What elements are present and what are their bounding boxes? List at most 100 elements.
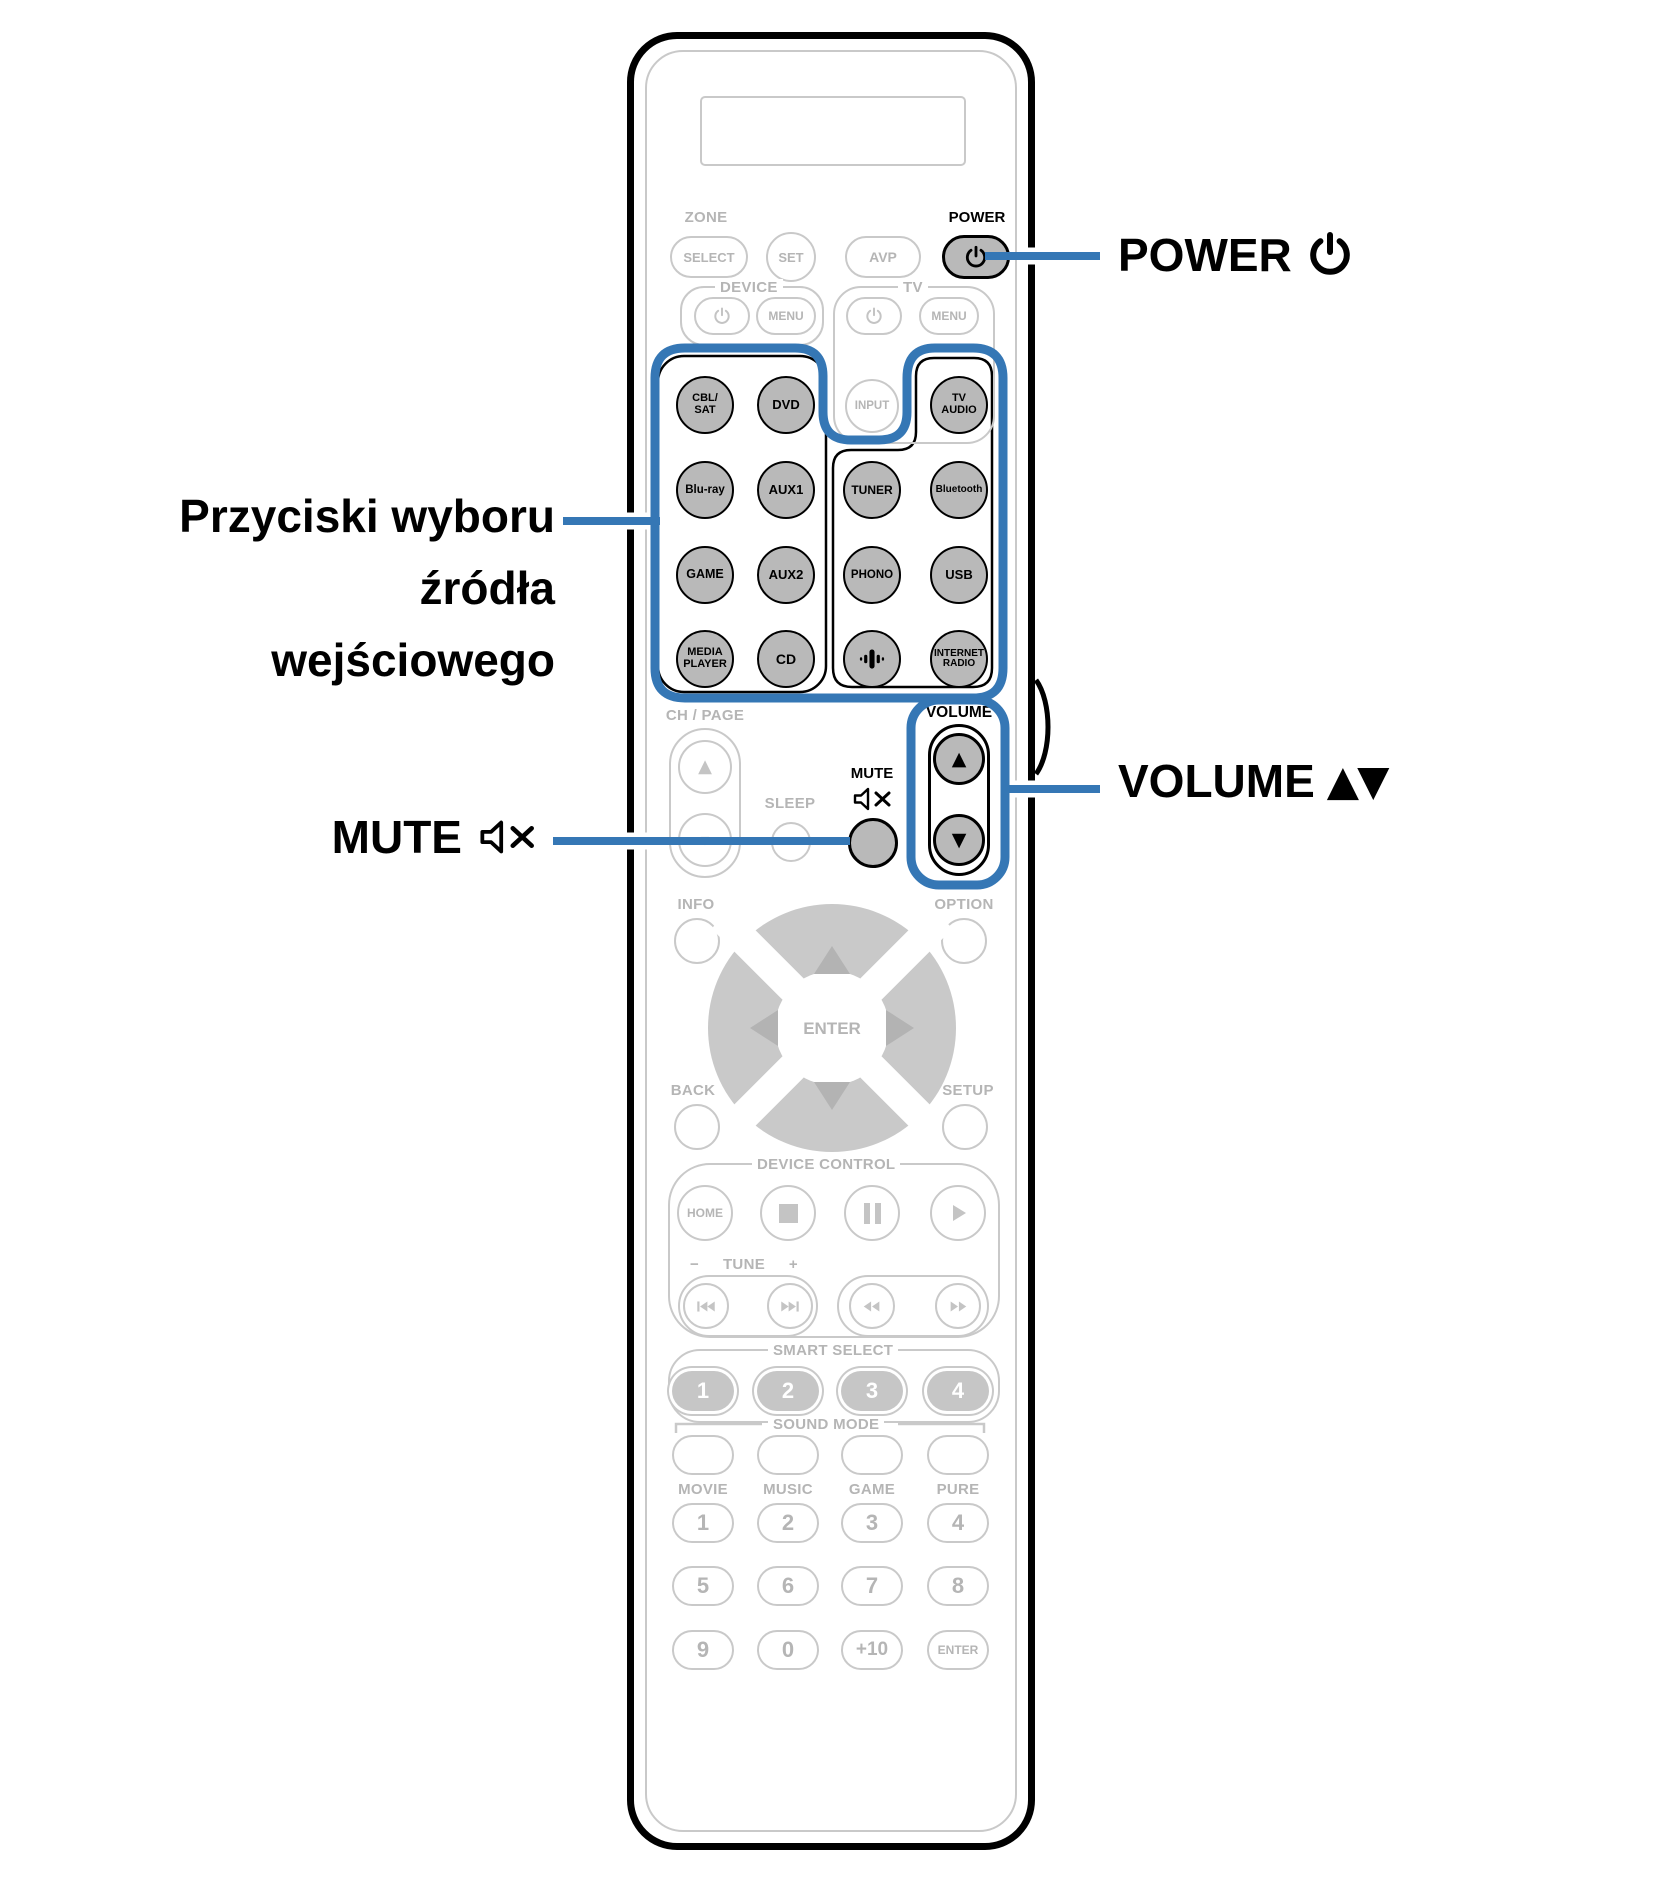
source-media-player-button[interactable]: MEDIA PLAYER [676,630,734,688]
info-label: INFO [677,896,715,913]
numpad-9-button[interactable]: 9 [672,1630,734,1670]
enter-button[interactable] [775,971,889,1085]
pause-icon-bar2 [874,1202,881,1224]
skip-back-icon [697,1300,715,1312]
sound-mode-movie-button[interactable] [672,1435,734,1475]
source-tv-audio-button[interactable]: TV AUDIO [930,376,988,434]
power-button[interactable] [942,235,1010,279]
pause-button[interactable] [844,1185,900,1241]
skip-forward-button[interactable] [767,1283,813,1329]
device-group-label: DEVICE [715,279,783,296]
numpad-7-button[interactable]: 7 [841,1566,903,1606]
channel-down-button[interactable]: ▼ [678,813,732,867]
tv-power-button[interactable] [846,297,902,335]
numpad-enter-button[interactable]: ENTER [927,1630,989,1670]
source-bluray-button[interactable]: Blu-ray [676,461,734,519]
source-bluetooth-button[interactable]: Bluetooth [930,461,988,519]
scan-pill [837,1275,989,1337]
remote-face-outline [645,50,1017,1832]
channel-up-button[interactable]: ▲ [678,740,732,794]
source-game-button[interactable]: GAME [676,546,734,604]
sound-mode-music-button[interactable] [757,1435,819,1475]
source-dvd-button[interactable]: DVD [757,376,815,434]
rewind-icon [863,1300,880,1312]
tv-input-button[interactable]: INPUT [845,379,899,433]
tv-input-label: INPUT [854,400,890,412]
tune-label: TUNE [722,1256,766,1273]
direction-pad[interactable]: ENTER [704,900,960,1156]
volume-up-icon: ▲ [951,747,967,770]
cursor-right-icon[interactable] [886,1010,914,1046]
source-usb-button[interactable]: USB [930,546,988,604]
power-button-label: POWER [948,209,1006,226]
device-power-icon [714,307,730,324]
volume-down-button[interactable]: ▼ [933,814,985,866]
option-label: OPTION [934,896,994,913]
smart-select-3-button[interactable]: 3 [841,1371,903,1411]
play-icon [953,1205,966,1221]
smart-select-label: SMART SELECT [768,1342,899,1359]
numpad-2-button[interactable]: 2 [757,1503,819,1543]
device-menu-button[interactable]: MENU [756,297,816,335]
skip-forward-icon [781,1300,799,1312]
sleep-label: SLEEP [764,795,816,812]
channel-down-icon: ▼ [700,833,710,847]
numpad-8-button[interactable]: 8 [927,1566,989,1606]
zone-set-button[interactable]: SET [766,232,816,282]
smart-select-4-button[interactable]: 4 [927,1371,989,1411]
cursor-down-icon[interactable] [814,1082,850,1110]
zone-label: ZONE [684,209,728,226]
mute-callout-icon [480,820,534,854]
mute-button[interactable] [848,818,898,868]
source-internet-radio-button[interactable]: INTERNET RADIO [930,630,988,688]
back-button[interactable] [674,1104,720,1150]
tv-menu-button[interactable]: MENU [919,297,979,335]
stop-icon [778,1203,798,1223]
cursor-up-icon[interactable] [814,946,850,974]
volume-group-label: VOLUME [925,704,993,721]
numpad-4-button[interactable]: 4 [927,1503,989,1543]
sleep-button[interactable] [771,822,811,862]
fast-forward-icon [950,1300,967,1312]
source-aux1-button[interactable]: AUX1 [757,461,815,519]
tv-group-label: TV [898,279,928,296]
smart-select-1-button[interactable]: 1 [672,1371,734,1411]
source-phono-button[interactable]: PHONO [843,546,901,604]
source-aux2-button[interactable]: AUX2 [757,546,815,604]
smart-select-2-button[interactable]: 2 [757,1371,819,1411]
heos-icon [859,649,885,669]
avp-button[interactable]: AVP [845,236,921,278]
numpad-plus10-button[interactable]: +10 [841,1630,903,1670]
source-tuner-button[interactable]: TUNER [843,461,901,519]
power-callout-icon [1310,232,1350,275]
stop-button[interactable] [760,1185,816,1241]
play-button[interactable] [930,1185,986,1241]
numpad-0-button[interactable]: 0 [757,1630,819,1670]
numpad-5-button[interactable]: 5 [672,1566,734,1606]
skip-back-button[interactable] [683,1283,729,1329]
numpad-6-button[interactable]: 6 [757,1566,819,1606]
sound-mode-pure-button[interactable] [927,1435,989,1475]
cursor-left-icon[interactable] [750,1010,778,1046]
source-heos-button[interactable] [843,630,901,688]
remote-display [700,96,966,166]
volume-up-button[interactable]: ▲ [933,733,985,785]
fast-forward-button[interactable] [935,1283,981,1329]
mute-icon [853,787,891,811]
setup-button[interactable] [942,1104,988,1150]
enter-label: ENTER [803,1019,861,1038]
numpad-1-button[interactable]: 1 [672,1503,734,1543]
zone-select-button[interactable]: SELECT [670,236,748,278]
source-cd-button[interactable]: CD [757,630,815,688]
rewind-button[interactable] [849,1283,895,1329]
device-power-button[interactable] [694,297,750,335]
numpad-3-button[interactable]: 3 [841,1503,903,1543]
source-cbl-sat-button[interactable]: CBL/ SAT [676,376,734,434]
home-button[interactable]: HOME [677,1185,733,1241]
source-callout: Przyciski wyboru źródła wejściowego [60,480,555,696]
sound-mode-game-label: GAME [848,1481,896,1498]
sound-mode-game-button[interactable] [841,1435,903,1475]
avp-label: AVP [869,249,897,265]
info-button[interactable] [674,918,720,964]
volume-callout-arrows: ▲▼ [1326,756,1390,805]
